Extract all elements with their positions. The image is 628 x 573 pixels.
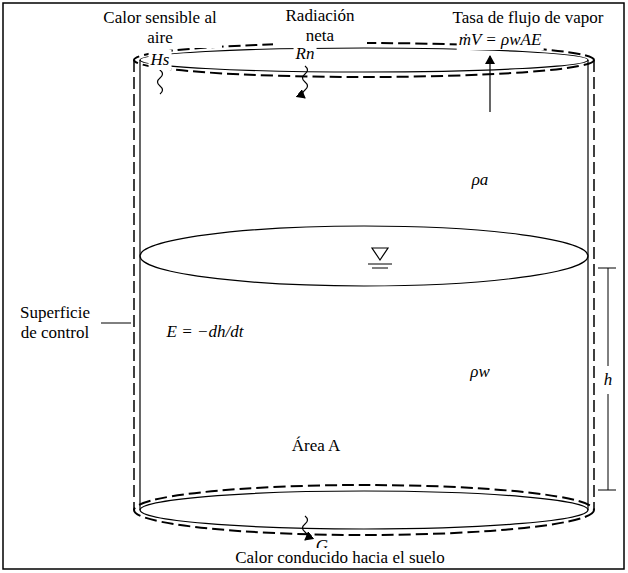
annotation-label: ṁV = ρwAE — [457, 30, 544, 50]
annotation-label: h — [602, 370, 615, 390]
annotation-label: ρw — [468, 362, 492, 382]
annotation-label: ρa — [470, 170, 491, 190]
annotation-label: Radiación neta — [273, 6, 367, 46]
annotation-label: Calor conducido hacia el suelo — [233, 548, 447, 568]
annotation-label: E = −dh/dt — [165, 322, 246, 342]
annotation-label: Área A — [290, 436, 343, 456]
annotation-label: Calor sensible al aire — [98, 8, 222, 48]
annotation-label: Tasa de flujo de vapor — [451, 8, 606, 28]
annotation-label: Hs — [149, 50, 172, 70]
annotation-label: Rn — [294, 44, 317, 64]
annotation-label: Superficie de control — [9, 303, 101, 343]
